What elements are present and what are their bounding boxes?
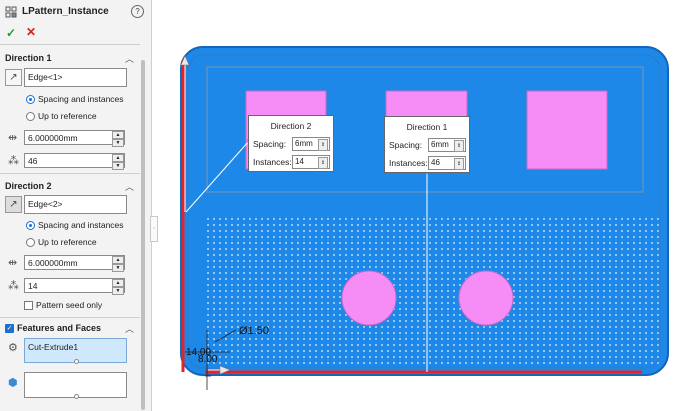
direction2-section-header[interactable]: Direction 2 ︿: [0, 180, 140, 194]
direction2-instances-value: 14: [28, 281, 38, 291]
features-list[interactable]: Cut-Extrude1: [24, 338, 127, 364]
features-label: Features and Faces: [17, 323, 102, 333]
radio-selected-icon: [26, 95, 35, 105]
callout-instances-input[interactable]: 46 ⇕: [428, 156, 466, 170]
divider: [0, 317, 140, 318]
spinner[interactable]: ▲▼: [112, 131, 124, 147]
features-icon: ⚙: [8, 342, 18, 354]
callout-instances-label: Instances:: [253, 157, 292, 167]
direction1-instances-value: 46: [28, 156, 38, 166]
radio-selected-icon: [26, 221, 35, 231]
direction2-label: Direction 2: [5, 181, 52, 191]
dimension-d1[interactable]: 14.00: [186, 347, 211, 358]
callout-spacing-value: 6mm: [295, 139, 313, 148]
direction2-spacing-label: Spacing and instances: [38, 220, 124, 230]
direction2-spacing-radio[interactable]: Spacing and instances: [26, 220, 124, 231]
spinner[interactable]: ⇕: [318, 139, 328, 151]
direction2-callout[interactable]: Direction 2 Spacing: 6mm ⇕ Instances: 14 ⇕: [248, 115, 334, 172]
graphics-area[interactable]: Ø1.50 14.00 8.00: [158, 0, 680, 411]
direction2-spacing-field[interactable]: 6.000000mm ▲▼: [24, 255, 125, 272]
direction2-spacing-value: 6.000000mm: [28, 258, 78, 268]
callout-instances-value: 46: [431, 158, 440, 167]
direction1-spacing-label: Spacing and instances: [38, 94, 124, 104]
property-manager: LPattern_Instance ? ✓ ✕ Direction 1 ︿ ↗ …: [0, 0, 152, 411]
direction1-callout-title: Direction 1: [406, 122, 448, 132]
diameter-dimension[interactable]: Ø1.50: [239, 325, 269, 337]
direction1-spacing-radio[interactable]: Spacing and instances: [26, 94, 124, 105]
spinner[interactable]: ▲▼: [112, 256, 124, 272]
direction2-reference-radio[interactable]: Up to reference: [26, 237, 97, 248]
chevron-up-icon[interactable]: ︿: [124, 324, 134, 334]
chevron-up-icon[interactable]: ︿: [124, 54, 134, 64]
panel-collapse-handle[interactable]: ◦: [150, 216, 158, 242]
callout-spacing-label: Spacing:: [389, 140, 423, 150]
callout-spacing-label: Spacing:: [253, 139, 287, 149]
direction1-reference-radio[interactable]: Up to reference: [26, 111, 97, 122]
pattern-seed-only-checkbox[interactable]: Pattern seed only: [24, 300, 103, 311]
spinner[interactable]: ⇕: [318, 157, 328, 169]
callout-instances-value: 14: [295, 157, 304, 166]
direction1-section-header[interactable]: Direction 1 ︿: [0, 52, 140, 66]
panel-scrollbar[interactable]: [141, 60, 145, 410]
pink-rect-3[interactable]: [526, 90, 608, 170]
bodies-icon: ⬢: [8, 377, 18, 389]
direction2-reference-label: Up to reference: [38, 237, 97, 247]
panel-title: LPattern_Instance: [22, 6, 109, 17]
direction1-reverse-button[interactable]: ↗: [5, 69, 22, 86]
pink-circle-1[interactable]: [341, 270, 397, 326]
resize-handle[interactable]: [74, 359, 79, 364]
checkbox-checked-icon[interactable]: ✓: [5, 324, 14, 333]
hole-pattern[interactable]: [205, 216, 661, 366]
direction1-reference-label: Up to reference: [38, 111, 97, 121]
callout-instances-input[interactable]: 14 ⇕: [292, 155, 330, 169]
radio-icon: [26, 112, 35, 122]
direction1-callout[interactable]: Direction 1 Spacing: 6mm ⇕ Instances: 46 ⇕: [384, 116, 470, 173]
direction1-arrow-icon[interactable]: [219, 365, 231, 375]
direction1-instances-field[interactable]: 46 ▲▼: [24, 153, 125, 170]
help-icon[interactable]: ?: [131, 5, 144, 18]
bodies-list[interactable]: [24, 372, 127, 399]
spinner[interactable]: ▲▼: [112, 154, 124, 170]
callout-instances-label: Instances:: [389, 158, 428, 168]
cancel-button[interactable]: ✕: [26, 25, 37, 39]
pattern-seed-only-label: Pattern seed only: [36, 300, 103, 310]
direction1-spacing-value: 6.000000mm: [28, 133, 78, 143]
ok-button[interactable]: ✓: [6, 26, 17, 40]
panel-header: LPattern_Instance ?: [0, 0, 151, 24]
resize-handle[interactable]: [74, 394, 79, 399]
direction2-reverse-button[interactable]: ↗: [5, 196, 22, 213]
spinner[interactable]: ▲▼: [112, 279, 124, 295]
instances-icon: ⁂: [8, 280, 19, 292]
instances-icon: ⁂: [8, 155, 19, 167]
divider: [0, 173, 140, 174]
direction1-spacing-field[interactable]: 6.000000mm ▲▼: [24, 130, 125, 147]
spinner[interactable]: ⇕: [454, 158, 464, 170]
direction1-label: Direction 1: [5, 53, 52, 63]
direction2-arrow-icon[interactable]: [180, 55, 190, 66]
top-recess[interactable]: [206, 66, 644, 193]
linear-pattern-icon: [5, 6, 17, 18]
callout-spacing-input[interactable]: 6mm ⇕: [428, 138, 466, 152]
spacing-icon: ⇹: [8, 132, 18, 144]
direction2-callout-title: Direction 2: [270, 121, 312, 131]
chevron-up-icon[interactable]: ︿: [124, 182, 134, 192]
callout-spacing-value: 6mm: [431, 140, 449, 149]
feature-item[interactable]: Cut-Extrude1: [28, 342, 79, 352]
spinner[interactable]: ⇕: [454, 140, 464, 152]
callout-spacing-input[interactable]: 6mm ⇕: [292, 137, 330, 151]
spacing-icon: ⇹: [8, 257, 18, 269]
pink-circle-2[interactable]: [458, 270, 514, 326]
direction1-edge-field[interactable]: Edge<1>: [24, 68, 127, 87]
checkbox-icon: [24, 301, 33, 311]
direction2-instances-field[interactable]: 14 ▲▼: [24, 278, 125, 295]
direction2-edge-field[interactable]: Edge<2>: [24, 195, 127, 214]
radio-icon: [26, 238, 35, 248]
dimension-d2[interactable]: 8.00: [198, 354, 218, 365]
divider: [0, 44, 140, 45]
features-section-header[interactable]: ✓ Features and Faces ︿: [0, 322, 140, 336]
